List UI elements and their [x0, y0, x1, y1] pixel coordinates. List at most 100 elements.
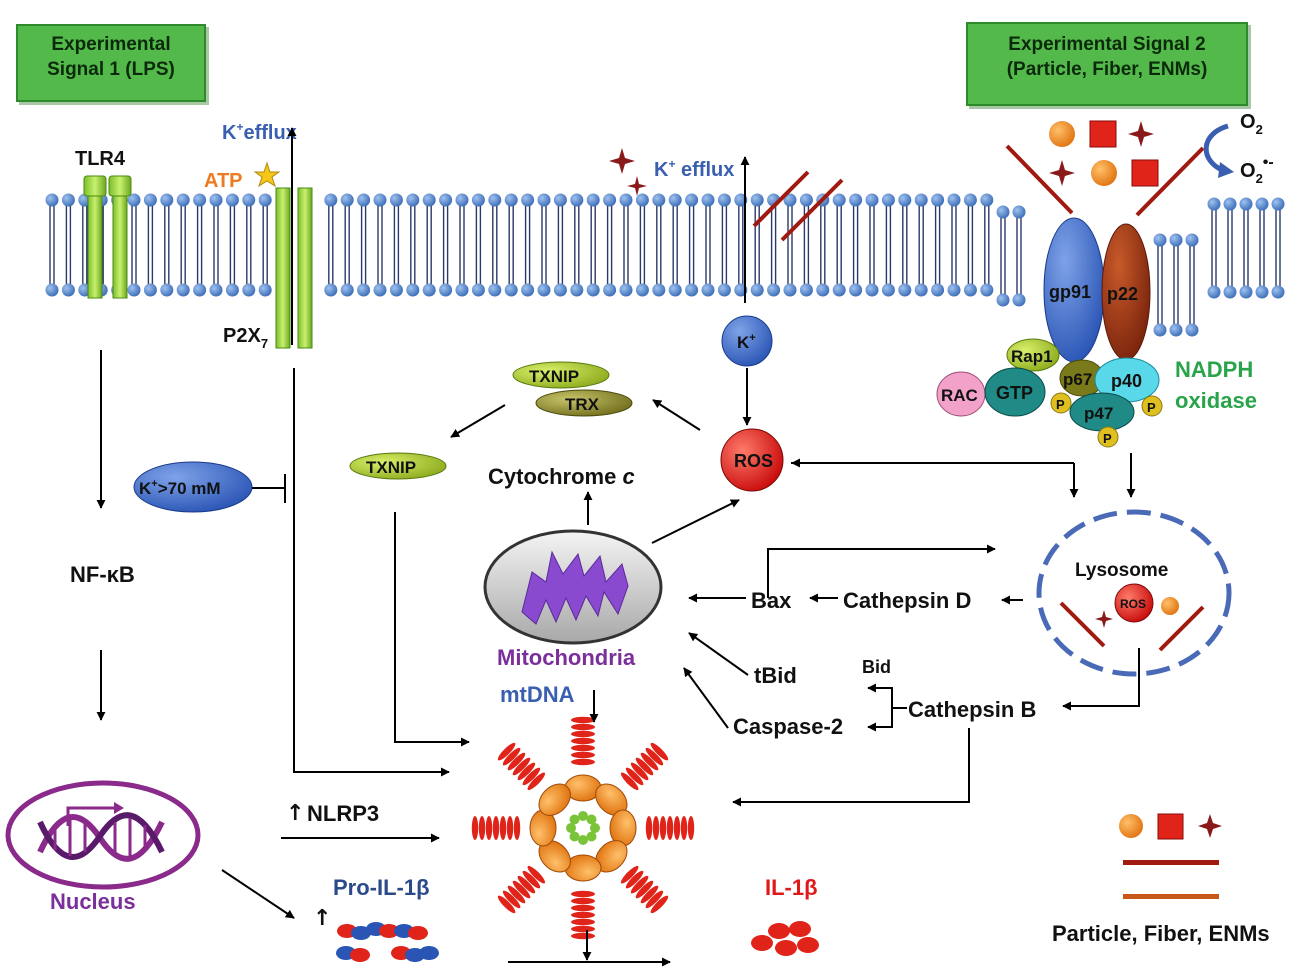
lipid-icon: [881, 193, 895, 297]
lysosome-ros-label: ROS: [1120, 597, 1146, 611]
gp91-label: gp91: [1049, 282, 1091, 302]
particle-sparkle-icon: [609, 148, 635, 174]
atp-label: ATP: [204, 170, 243, 192]
lipid-icon: [471, 193, 485, 297]
ros-label: ROS: [734, 451, 773, 471]
lipid-icon: [225, 193, 239, 297]
lipid-icon: [1239, 197, 1253, 299]
lipid-icon: [783, 193, 797, 297]
curved-arrow-icon: [1203, 123, 1229, 173]
lipid-icon: [537, 193, 551, 297]
lipid-icon: [488, 193, 502, 297]
lipid-icon: [717, 193, 731, 297]
lipid-icon: [947, 193, 961, 297]
nlrp3-up-arrow-icon: ↑: [286, 801, 304, 826]
lipid-icon: [931, 193, 945, 297]
pro-il1b-molecules: [336, 922, 439, 962]
particle-sphere-icon: [1049, 121, 1075, 147]
mitochondria-label: Mitochondria: [497, 645, 636, 670]
lipid-icon: [1207, 197, 1221, 299]
lysosome-label: Lysosome: [1075, 560, 1168, 581]
particle-sparkle-icon: [1049, 160, 1075, 186]
gtp-label: GTP: [996, 383, 1033, 403]
mitochondria-organelle: [483, 529, 663, 645]
signal-1-line1: Experimental: [51, 34, 171, 55]
lipid-icon: [61, 193, 75, 297]
ros-node: [720, 428, 784, 492]
lipid-icon: [242, 193, 256, 297]
legend-fiber-icon: [1123, 860, 1219, 865]
lipid-icon: [324, 193, 338, 297]
lipid-icon: [1169, 233, 1183, 337]
curved-arrowhead-icon: [1218, 162, 1234, 178]
nadph-oxidase-complex: [936, 217, 1163, 448]
fiber-icon: [1135, 146, 1205, 217]
lipid-icon: [1255, 197, 1269, 299]
cathepsin-d-label: Cathepsin D: [843, 588, 971, 613]
lipid-icon: [1153, 233, 1167, 337]
tlr4-label: TLR4: [75, 148, 126, 170]
lipid-icon: [1271, 197, 1285, 299]
o2-label: O2: [1240, 111, 1263, 137]
lipid-icon: [406, 193, 420, 297]
lipid-icon: [422, 193, 436, 297]
lipid-icon: [127, 193, 141, 297]
nlrp3-label: NLRP3: [307, 801, 379, 826]
k-concentration-label: K+>70 mM: [139, 478, 221, 498]
lipid-icon: [439, 193, 453, 297]
p67-label: p67: [1063, 370, 1092, 389]
tbid-label: tBid: [754, 663, 797, 688]
phospho-label: P: [1147, 400, 1156, 415]
pro-il1b-label: Pro-IL-1β: [333, 875, 430, 900]
lipid-icon: [865, 193, 879, 297]
k-ion-node: [721, 315, 773, 367]
il1b-label: IL-1β: [765, 875, 818, 900]
rap1-label: Rap1: [1011, 347, 1053, 366]
lipid-icon: [143, 193, 157, 297]
legend-fiber-icon: [1123, 894, 1219, 899]
txnip-bound-node: [512, 361, 610, 389]
p22-label: p22: [1107, 284, 1138, 304]
lipid-icon: [685, 193, 699, 297]
lipid-icon: [750, 193, 764, 297]
lipid-icon: [357, 193, 371, 297]
txnip-free-node: [349, 452, 447, 480]
lipid-icon: [209, 193, 223, 297]
txnip-bound-label: TXNIP: [529, 367, 579, 386]
signal-1-line2: Signal 1 (LPS): [47, 59, 175, 80]
lipid-icon: [914, 193, 928, 297]
legend-sparkle-icon: [1198, 814, 1222, 838]
lipid-icon: [603, 193, 617, 297]
legend-particle-cube-icon: [1157, 813, 1184, 840]
signal-2-line2: (Particle, Fiber, ENMs): [1006, 59, 1208, 80]
lipid-icon: [619, 193, 633, 297]
pathway-arrows: [96, 127, 1140, 967]
fiber-icon: [780, 178, 844, 242]
bid-label: Bid: [862, 657, 891, 677]
particle-cube-icon: [1089, 120, 1117, 148]
lipid-icon: [193, 193, 207, 297]
pro-il1b-up-arrow-icon: ↑: [313, 906, 331, 931]
signal-1-box: Experimental Signal 1 (LPS): [16, 24, 206, 102]
lipid-icon: [963, 193, 977, 297]
lipid-icon: [570, 193, 584, 297]
particle-sparkle-icon: [1128, 121, 1154, 147]
lipid-icon: [816, 193, 830, 297]
lipid-icon: [980, 193, 994, 297]
cytochrome-c-label: Cytochrome c: [488, 464, 635, 489]
legend-particle-sphere-icon: [1119, 814, 1143, 838]
nucleus-label: Nucleus: [50, 889, 136, 914]
lipid-icon: [373, 193, 387, 297]
phospho-label: P: [1103, 431, 1112, 446]
superoxide-label: O2•-: [1240, 154, 1274, 186]
lipid-icon: [668, 193, 682, 297]
lipid-icon: [258, 193, 272, 297]
lipid-icon: [701, 193, 715, 297]
particle-sphere-icon: [1091, 160, 1117, 186]
trx-label: TRX: [565, 395, 600, 414]
nlrp3-inflammasome: [471, 716, 695, 940]
lipid-icon: [652, 193, 666, 297]
legend: [1119, 813, 1222, 899]
p40-label: p40: [1111, 371, 1142, 391]
